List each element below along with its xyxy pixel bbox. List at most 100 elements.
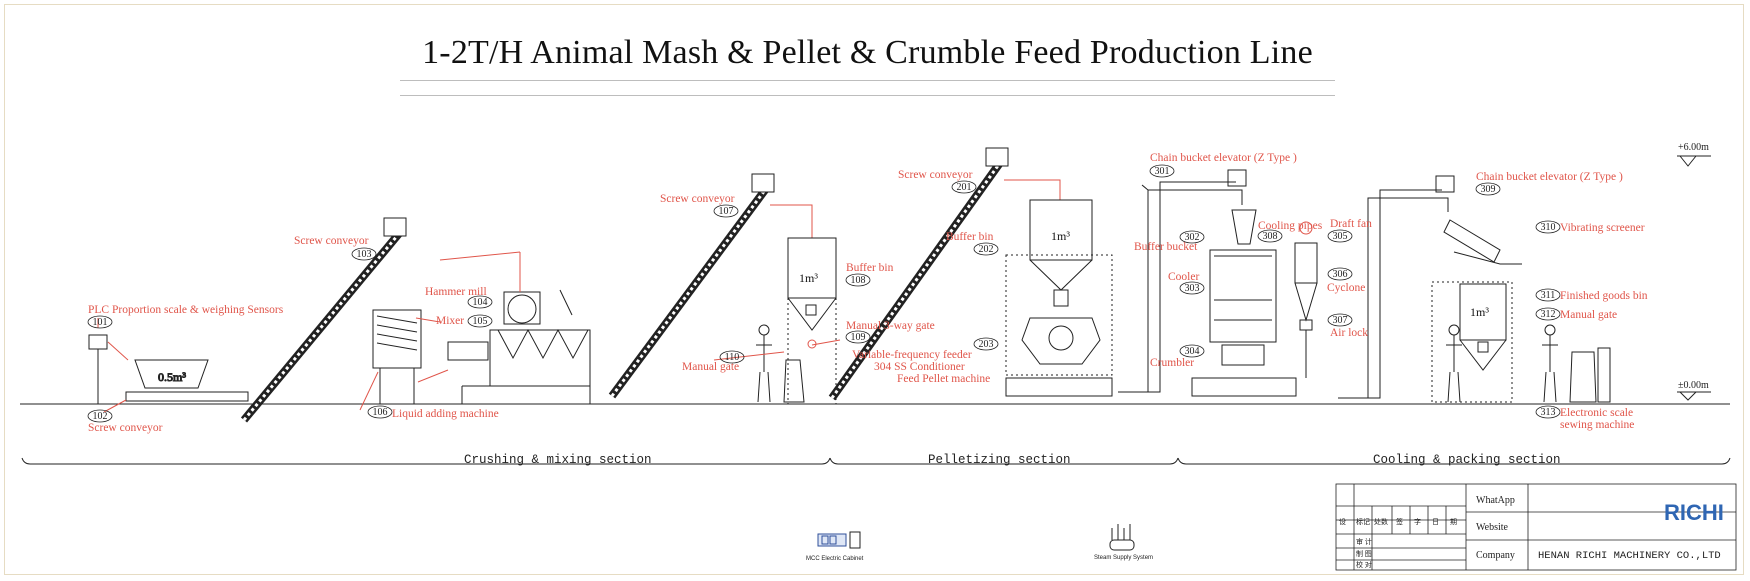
tb-whatsapp-label: WhatApp: [1476, 495, 1515, 506]
label-102: Screw conveyor: [88, 422, 163, 434]
section-pelletizing: Pelletizing section: [928, 453, 1071, 467]
drawing-title: 1-2T/H Animal Mash & Pellet & Crumble Fe…: [422, 34, 1313, 71]
label-303: Cooler: [1168, 271, 1199, 283]
tb-website-label: Website: [1476, 522, 1509, 533]
svg-text:313: 313: [1541, 407, 1556, 418]
screw-conveyor-107: [608, 173, 813, 399]
tb-company-label: Company: [1476, 550, 1515, 561]
elevation-ground-mark: ±0.00m: [1677, 380, 1711, 401]
svg-text:302: 302: [1185, 232, 1200, 243]
label-202: Buffer bin: [946, 231, 994, 243]
bubble-202: [973, 242, 999, 256]
svg-text:109: 109: [851, 332, 866, 343]
label-313a: Electronic scale: [1560, 407, 1633, 419]
leader-lines: [97, 317, 841, 413]
chain-elevator-301: [1118, 169, 1247, 393]
bubble-201: [951, 180, 977, 194]
label-110: Manual gate: [682, 361, 739, 373]
svg-text:106: 106: [373, 407, 388, 418]
bubble-107: [713, 204, 739, 218]
label-310: Vibrating screener: [1560, 222, 1645, 234]
label-203b: 304 SS Conditioner: [874, 361, 965, 373]
svg-text:101: 101: [93, 317, 108, 328]
screw-conveyor-201: [828, 147, 1061, 401]
svg-text:107: 107: [719, 206, 734, 217]
svg-text:306: 306: [1333, 269, 1348, 280]
svg-text:305: 305: [1333, 231, 1348, 242]
tb-company-value: HENAN RICHI MACHINERY CO.,LTD: [1538, 550, 1721, 562]
svg-text:105: 105: [473, 316, 488, 327]
bubble-108: [845, 273, 871, 287]
bubble-102: [87, 409, 113, 423]
steam-caption: Steam Supply System: [1094, 555, 1153, 561]
bubble-309: [1475, 182, 1501, 196]
screw-conveyor-102: [125, 391, 249, 402]
label-301: Chain bucket elevator (Z Type ): [1150, 152, 1297, 164]
label-313b: sewing machine: [1560, 419, 1634, 431]
svg-text:304: 304: [1185, 346, 1200, 357]
tb-cn-6: 期: [1450, 518, 1457, 526]
label-302: Buffer bucket: [1134, 241, 1198, 253]
svg-text:309: 309: [1481, 184, 1496, 195]
svg-text:103: 103: [357, 249, 372, 260]
liquid-adding-machine: [372, 309, 422, 404]
svg-text:203: 203: [979, 339, 994, 350]
tb-cn-3: 签: [1396, 517, 1403, 526]
bubble-310: [1535, 220, 1561, 234]
label-311: Finished goods bin: [1560, 290, 1648, 302]
number-bubbles: [87, 164, 1561, 423]
svg-text:301: 301: [1155, 166, 1170, 177]
tb-cn-0: 设: [1339, 517, 1346, 526]
bubble-312: [1535, 307, 1561, 321]
svg-text:308: 308: [1263, 231, 1278, 242]
bubble-203: [973, 337, 999, 351]
plc-scale-equipment: 0.5m³: [88, 334, 209, 404]
label-104: Hammer mill: [425, 286, 487, 298]
bubble-302: [1179, 230, 1205, 244]
svg-text:202: 202: [979, 244, 994, 255]
richi-logo: RICHI: [1664, 500, 1724, 525]
buffer-bin-108: 1m³: [787, 237, 837, 404]
cooler-303: [1191, 209, 1297, 397]
label-203a: Variable-frequency feeder: [852, 349, 972, 361]
operator-110: [756, 324, 805, 403]
steam-supply-icon: [1109, 524, 1135, 551]
label-107: Screw conveyor: [660, 193, 735, 205]
label-308: Cooling pipes: [1258, 220, 1323, 232]
bubble-304: [1179, 344, 1205, 358]
bubble-306: [1327, 267, 1353, 281]
label-309: Chain bucket elevator (Z Type ): [1476, 171, 1623, 183]
label-109: Manual 3-way gate: [846, 320, 935, 332]
svg-text:312: 312: [1541, 309, 1556, 320]
tb-cn-1: 标记: [1356, 517, 1370, 526]
hammer-mill-mixer: [439, 251, 591, 404]
svg-text:307: 307: [1333, 315, 1348, 326]
svg-text:104: 104: [473, 297, 488, 308]
chain-elevator-309: [1338, 175, 1455, 399]
svg-text:310: 310: [1541, 222, 1556, 233]
svg-text:±0.00m: ±0.00m: [1678, 380, 1709, 391]
svg-text:102: 102: [93, 411, 108, 422]
bubble-311: [1535, 288, 1561, 302]
bubble-307: [1327, 313, 1353, 327]
bubble-101: [87, 315, 113, 329]
label-203c: Feed Pellet machine: [897, 373, 990, 385]
svg-text:1m³: 1m³: [1470, 305, 1489, 319]
label-105: Mixer: [436, 315, 464, 327]
section-cooling-packing: Cooling & packing section: [1373, 453, 1561, 467]
bubble-303: [1179, 281, 1205, 295]
bubble-305: [1327, 229, 1353, 243]
bubble-313: [1535, 405, 1561, 419]
section-brackets: [21, 457, 1731, 465]
svg-text:1m³: 1m³: [1051, 229, 1070, 243]
bubble-105: [467, 314, 493, 328]
title-underline-2: [400, 95, 1335, 96]
mcc-caption: MCC Electric Cabinet: [806, 556, 864, 562]
tb-cn-row2: 审 计: [1356, 537, 1372, 546]
svg-text:110: 110: [725, 352, 740, 363]
label-103: Screw conveyor: [294, 235, 369, 247]
bubble-106: [367, 405, 393, 419]
label-108: Buffer bin: [846, 262, 894, 274]
title-underline: [400, 80, 1335, 81]
